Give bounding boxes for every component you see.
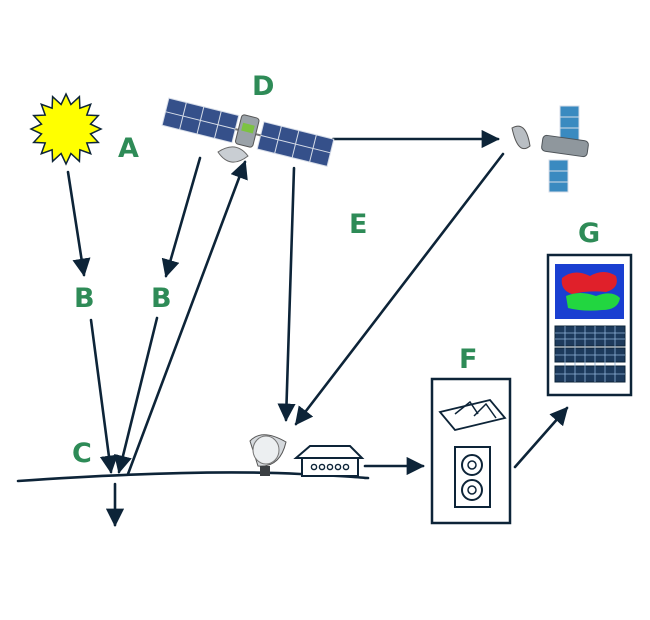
- arrow-atmosphere-to-ground-2: [114, 316, 159, 474]
- ground-station-icon: [293, 445, 365, 477]
- label-a: A: [118, 133, 139, 164]
- label-e: E: [349, 209, 367, 240]
- arrow-atmosphere-to-ground: [89, 318, 118, 474]
- data-tape-icon: [454, 446, 491, 508]
- radiation-arrows: [66, 129, 569, 527]
- relay-satellite-icon: [511, 105, 589, 193]
- satellite-icon: [161, 97, 335, 167]
- arrow-satellite-to-atmosphere: [161, 156, 202, 278]
- arrow-processing-to-display: [513, 406, 569, 469]
- label-d: D: [252, 71, 274, 102]
- arrow-relay-downlink: [294, 152, 505, 426]
- processing-unit-icon: [430, 377, 512, 525]
- display-terminal-icon: [546, 253, 633, 397]
- label-b-left: B: [74, 283, 95, 314]
- classified-image-screen: [555, 264, 624, 319]
- label-c: C: [72, 438, 92, 469]
- ground-line: [16, 471, 370, 483]
- arrow-satellite-downlink: [277, 166, 296, 422]
- arrow-ground-reflected-to-satellite: [126, 160, 248, 476]
- label-g: G: [578, 218, 600, 249]
- arrow-sun-to-atmosphere: [66, 170, 91, 277]
- label-b-right: B: [151, 283, 172, 314]
- terrain-map-icon: [438, 398, 507, 432]
- satellite-dish-icon: [249, 434, 287, 476]
- sun-icon: [29, 92, 103, 166]
- label-f: F: [459, 344, 477, 375]
- keyboard-icon: [554, 325, 626, 383]
